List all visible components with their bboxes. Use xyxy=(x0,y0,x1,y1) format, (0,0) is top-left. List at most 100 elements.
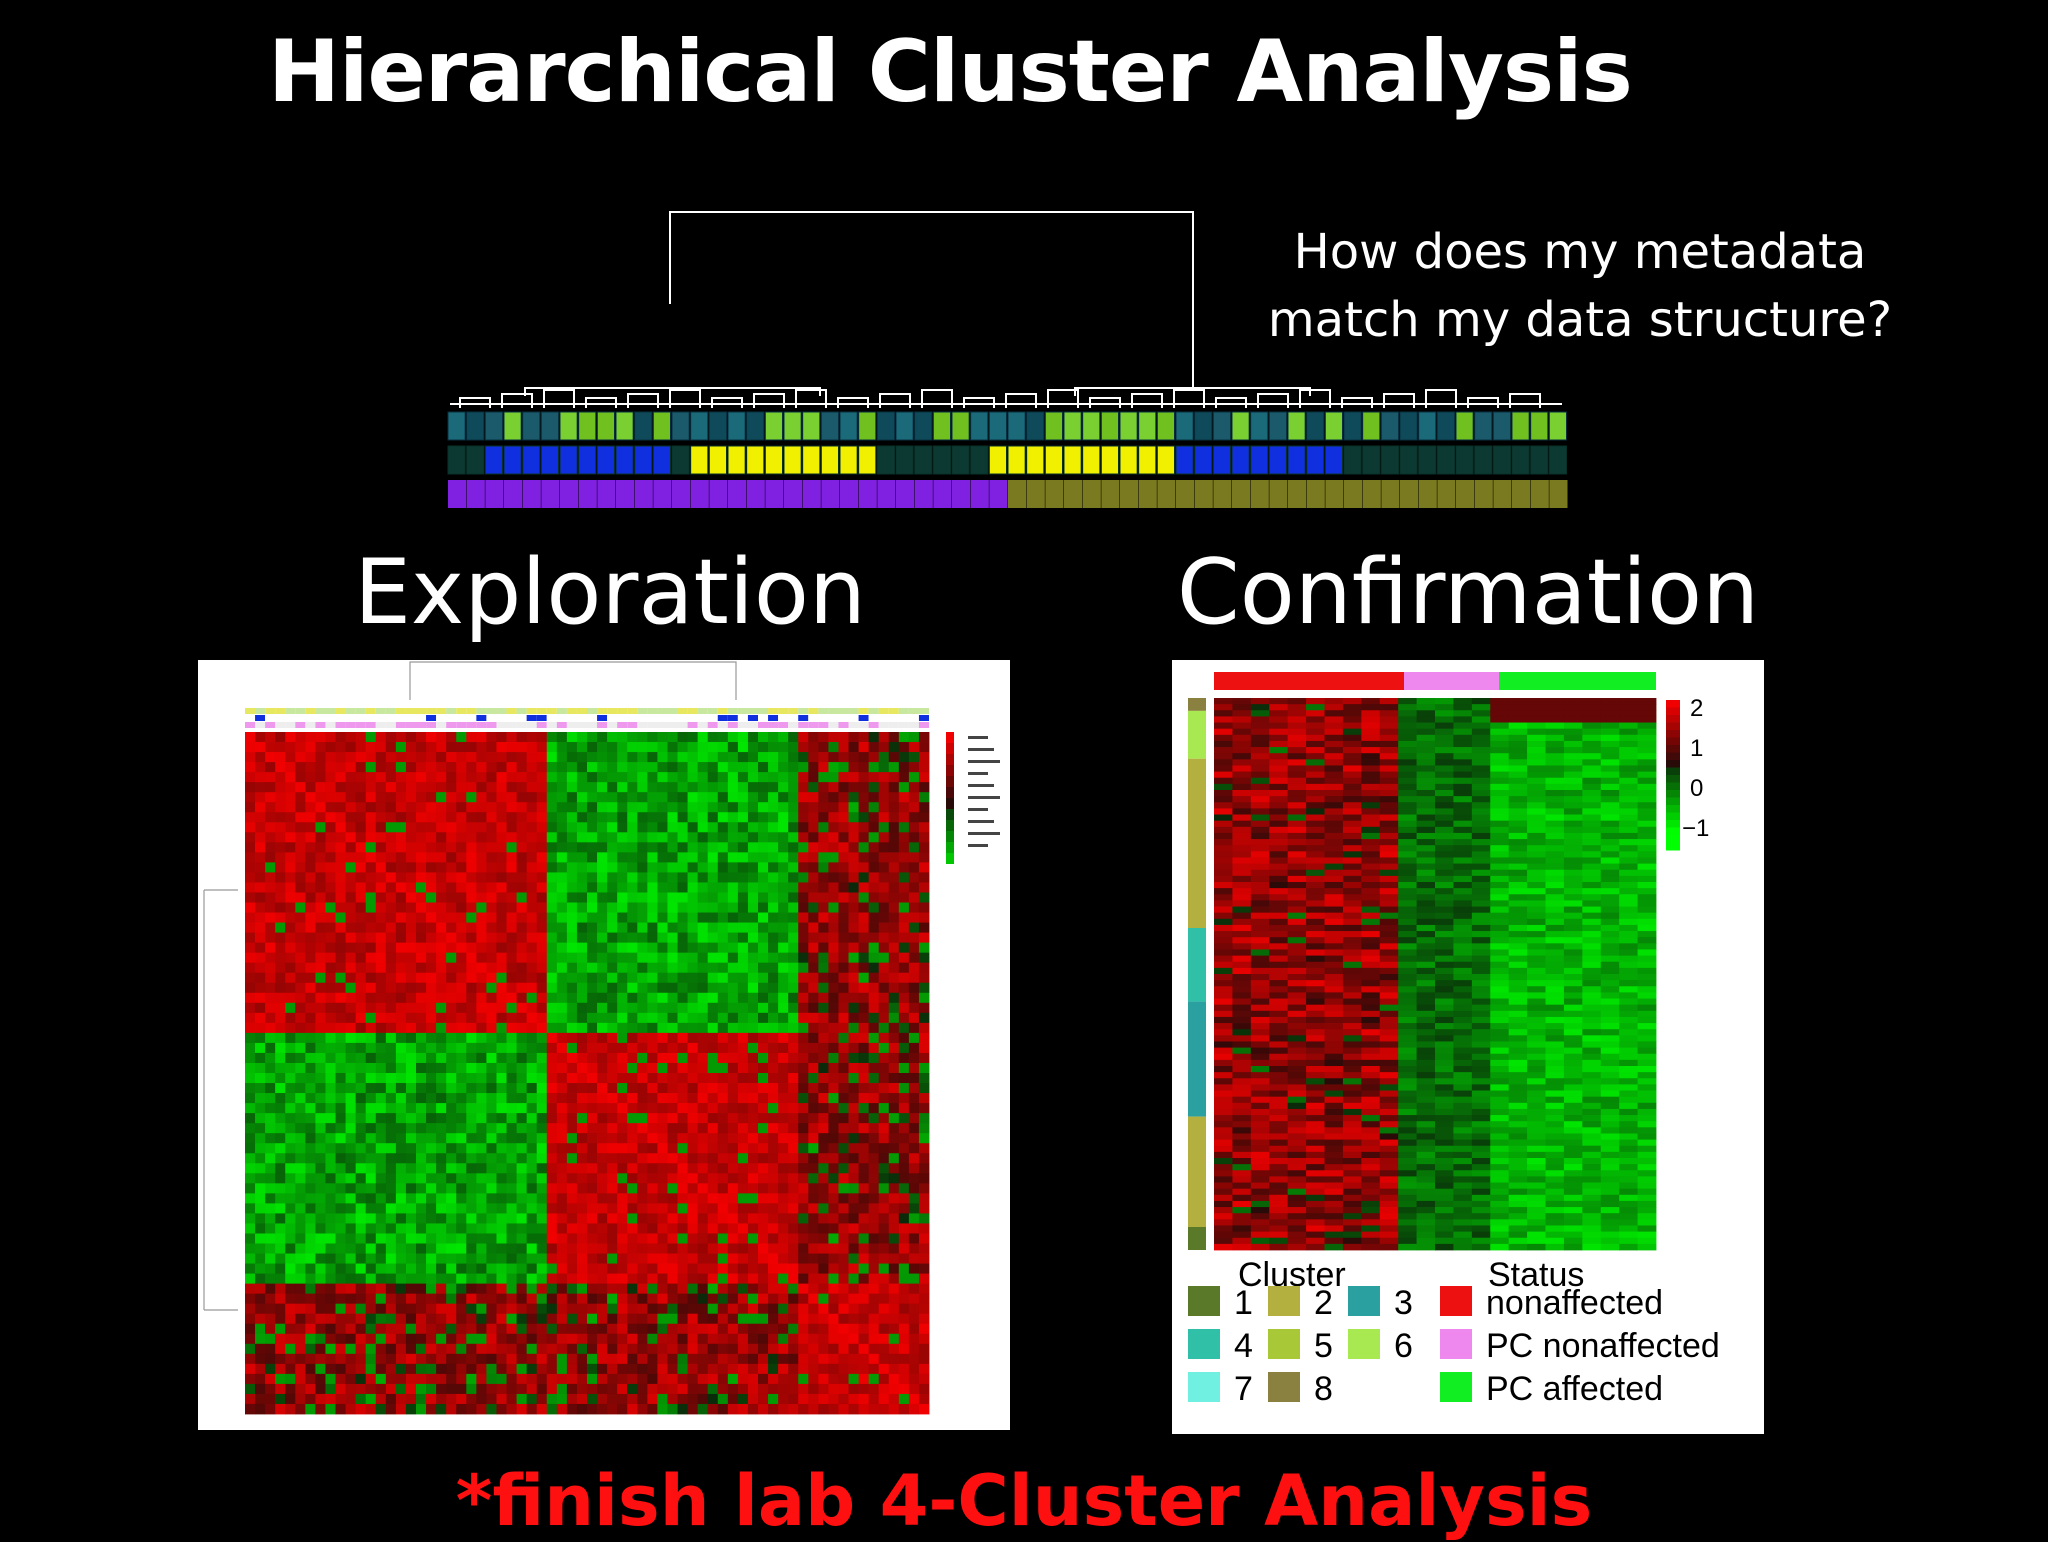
metadata-cell-row2 xyxy=(896,446,913,474)
metadata-cell-row1 xyxy=(523,412,540,440)
metadata-cell-row3 xyxy=(896,480,914,508)
metadata-cell-row1 xyxy=(1213,412,1230,440)
metadata-cell-row1 xyxy=(765,412,782,440)
metadata-cell-row1 xyxy=(653,412,670,440)
metadata-cell-row3 xyxy=(821,480,839,508)
cluster-6-label: 6 xyxy=(1394,1327,1413,1365)
metadata-cell-row1 xyxy=(541,412,558,440)
colorbar-tick-minus1: −1 xyxy=(1682,815,1709,842)
metadata-cell-row3 xyxy=(523,480,541,508)
metadata-cell-row1 xyxy=(504,412,521,440)
metadata-cell-row3 xyxy=(1400,480,1418,508)
metadata-cell-row2 xyxy=(1325,446,1342,474)
metadata-cell-row3 xyxy=(1419,480,1437,508)
metadata-cell-row3 xyxy=(672,480,690,508)
metadata-cell-row3 xyxy=(560,480,578,508)
metadata-cell-row2 xyxy=(1419,446,1436,474)
metadata-cell-row3 xyxy=(1083,480,1101,508)
colorbar-tick-2: 2 xyxy=(1690,695,1703,722)
metadata-cell-row1 xyxy=(1307,412,1324,440)
metadata-cell-row2 xyxy=(728,446,745,474)
metadata-cell-row2 xyxy=(1083,446,1100,474)
metadata-cell-row2 xyxy=(840,446,857,474)
metadata-cell-row2 xyxy=(635,446,652,474)
leaf-branch xyxy=(1048,390,1078,408)
metadata-cell-row1 xyxy=(971,412,988,440)
metadata-cell-row2 xyxy=(1008,446,1025,474)
cluster-8-label: 8 xyxy=(1314,1370,1333,1408)
cluster-3-swatch xyxy=(1348,1286,1380,1316)
metadata-cell-row1 xyxy=(1344,412,1361,440)
metadata-bars xyxy=(448,412,1568,508)
metadata-cell-row3 xyxy=(747,480,765,508)
status-swatch xyxy=(1440,1286,1472,1316)
metadata-cell-row1 xyxy=(1176,412,1193,440)
metadata-cell-row1 xyxy=(635,412,652,440)
metadata-cell-row2 xyxy=(672,446,689,474)
metadata-cell-row1 xyxy=(1493,412,1510,440)
metadata-cell-row3 xyxy=(952,480,970,508)
metadata-cell-row3 xyxy=(485,480,503,508)
metadata-cell-row1 xyxy=(1419,412,1436,440)
metadata-cell-row1 xyxy=(1363,412,1380,440)
metadata-cell-row1 xyxy=(560,412,577,440)
metadata-cell-row3 xyxy=(1045,480,1063,508)
metadata-cell-row2 xyxy=(859,446,876,474)
cluster-8-swatch xyxy=(1268,1372,1300,1402)
metadata-cell-row2 xyxy=(952,446,969,474)
metadata-cell-row2 xyxy=(1344,446,1361,474)
exploration-correlation-heatmap xyxy=(198,660,1010,1430)
metadata-cell-row2 xyxy=(1064,446,1081,474)
leaf-branch xyxy=(754,394,784,408)
cluster-5-swatch xyxy=(1268,1329,1300,1359)
metadata-cell-row2 xyxy=(1157,446,1174,474)
metadata-cell-row1 xyxy=(1157,412,1174,440)
metadata-cell-row1 xyxy=(1083,412,1100,440)
metadata-cell-row1 xyxy=(1456,412,1473,440)
leaf-branch xyxy=(1426,390,1456,408)
leaf-branch xyxy=(502,394,532,408)
metadata-cell-row3 xyxy=(1157,480,1175,508)
metadata-cell-row2 xyxy=(915,446,932,474)
metadata-cell-row3 xyxy=(877,480,895,508)
metadata-cell-row3 xyxy=(448,480,466,508)
metadata-cell-row1 xyxy=(1064,412,1081,440)
metadata-cell-row3 xyxy=(989,480,1007,508)
metadata-cell-row3 xyxy=(1176,480,1194,508)
metadata-cell-row1 xyxy=(1027,412,1044,440)
metadata-cell-row3 xyxy=(859,480,877,508)
metadata-cell-row1 xyxy=(915,412,932,440)
colorbar-tick-0: 0 xyxy=(1690,775,1703,802)
leaf-branch xyxy=(1384,394,1414,408)
metadata-cell-row2 xyxy=(1400,446,1417,474)
colorbar-tick-1: 1 xyxy=(1690,735,1703,762)
metadata-cell-row2 xyxy=(709,446,726,474)
metadata-cell-row1 xyxy=(691,412,708,440)
metadata-cell-row2 xyxy=(971,446,988,474)
metadata-cell-row1 xyxy=(485,412,502,440)
cluster-2-swatch xyxy=(1268,1286,1300,1316)
metadata-cell-row2 xyxy=(1549,446,1566,474)
cluster-4-swatch xyxy=(1188,1329,1220,1359)
metadata-cell-row3 xyxy=(1493,480,1511,508)
confirmation-color-scale xyxy=(1666,700,1680,851)
metadata-cell-row1 xyxy=(616,412,633,440)
cluster-side-bar xyxy=(1188,698,1206,1250)
metadata-cell-row1 xyxy=(803,412,820,440)
metadata-cell-row1 xyxy=(1120,412,1137,440)
metadata-cell-row2 xyxy=(485,446,502,474)
metadata-cell-row3 xyxy=(504,480,522,508)
metadata-cell-row1 xyxy=(1139,412,1156,440)
metadata-cell-row2 xyxy=(467,446,484,474)
metadata-cell-row2 xyxy=(1045,446,1062,474)
cluster-1-label: 1 xyxy=(1234,1284,1253,1322)
metadata-cell-row3 xyxy=(933,480,951,508)
metadata-cell-row3 xyxy=(1437,480,1455,508)
exploration-metadata-strips xyxy=(245,708,929,728)
metadata-cell-row1 xyxy=(448,412,465,440)
metadata-cell-row2 xyxy=(877,446,894,474)
leaf-branch xyxy=(1300,390,1330,408)
metadata-cell-row1 xyxy=(840,412,857,440)
footer-note: *finish lab 4-Cluster Analysis xyxy=(0,1460,2048,1542)
metadata-cell-row2 xyxy=(1437,446,1454,474)
